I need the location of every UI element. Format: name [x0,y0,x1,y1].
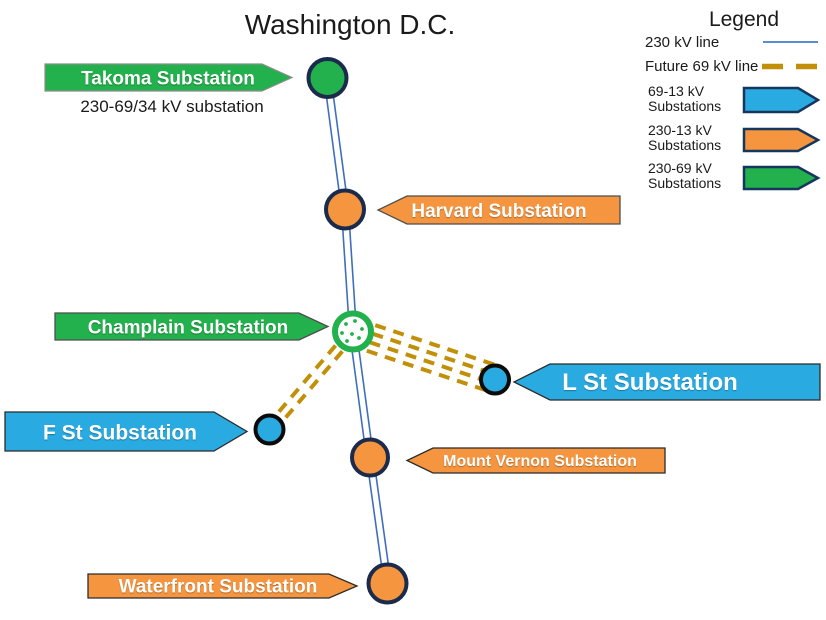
f-st-node [253,413,286,446]
champlain-dot [340,331,344,335]
l-st-arrow-shape [512,363,821,401]
legend-69-13-arrow-swatch [742,86,821,114]
substation-nodes [253,57,511,605]
champlain-dot-pattern [340,319,364,343]
champlain-dot [345,339,349,343]
f-st-substation-label: F St Substation [4,411,249,452]
mount-vernon-node [350,437,390,478]
champlain-dot [353,319,357,323]
champlain-node-ring [332,310,374,353]
future-69kv-lines-champlain-lst [348,317,500,394]
champlain-dot [350,332,354,336]
mount-vernon-label-text: Mount Vernon Substation [443,453,637,470]
l-st-label-text: L St Substation [562,369,738,396]
f-st-label-text: F St Substation [43,422,197,445]
takoma-sublabel-text: 230-69/34 kV substation [80,97,263,116]
f-st-arrow-shape [4,411,249,452]
takoma-arrow-shape [44,63,294,92]
l-st-substation-label: L St Substation [512,363,821,401]
harvard-arrow-shape [376,195,621,225]
legend-230kv-line-label: 230 kV line [645,34,719,51]
waterfront-arrow-shape [87,573,359,599]
harvard-label-text: Harvard Substation [411,201,586,222]
page-title: Washington D.C. [245,9,456,40]
takoma-node [306,57,349,99]
legend-230-13-label-line2: Substations [648,137,721,153]
legend-230-13-arrow-swatch [742,127,821,153]
champlain-substation-label: Champlain Substation [54,312,330,341]
future-69kv-lines-fst-champlain [265,327,358,434]
legend-230-69-label-line2: Substations [648,175,721,191]
mount-vernon-arrow-shape [405,447,666,474]
legend-title: Legend [709,8,779,31]
champlain-dot [344,322,348,326]
takoma-substation-label: Takoma Substation [44,63,294,92]
legend-230-69-arrow-swatch [742,165,821,191]
champlain-node [332,310,374,353]
mount-vernon-substation-label: Mount Vernon Substation [405,447,666,474]
waterfront-node [366,562,409,605]
champlain-label-text: Champlain Substation [88,318,289,339]
harvard-node [324,188,366,231]
future-line-lst-4 [348,342,492,394]
legend: Legend 230 kV line Future 69 kV line 69-… [645,8,821,191]
waterfront-substation-label: Waterfront Substation [87,573,359,599]
waterfront-label-text: Waterfront Substation [119,577,318,598]
legend-69-13-label-line1: 69-13 kV [648,83,705,99]
champlain-dot [357,336,361,340]
legend-69-13-label-line2: Substations [648,98,721,114]
legend-future-69kv-line-label: Future 69 kV line [645,58,758,75]
future-line-lst-1 [356,317,500,369]
champlain-arrow-shape [54,312,330,341]
future-line-fst-2 [271,333,358,434]
legend-230-69-label-line1: 230-69 kV [648,160,712,176]
champlain-dot [360,327,364,331]
future-line-lst-3 [350,334,495,386]
future-line-lst-2 [353,325,498,377]
legend-230-13-label-line1: 230-13 kV [648,122,712,138]
harvard-substation-label: Harvard Substation [376,195,621,225]
takoma-label-text: Takoma Substation [81,69,255,90]
future-line-fst-1 [265,327,352,428]
l-st-node [479,363,511,396]
